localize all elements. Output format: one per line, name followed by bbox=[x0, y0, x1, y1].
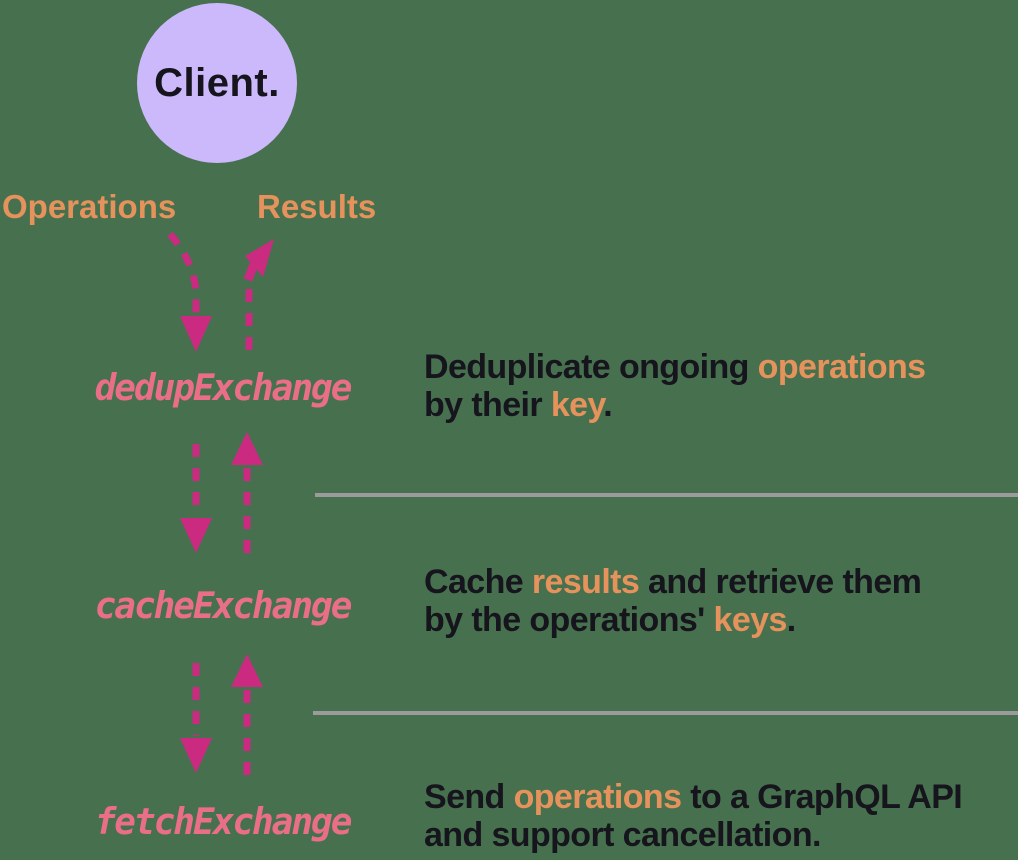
cache-down-arrow-icon bbox=[180, 663, 212, 773]
dedup-exchange-description: Deduplicate ongoing operations by their … bbox=[424, 348, 1018, 424]
fetch-exchange-label: fetchExchange bbox=[94, 802, 353, 843]
dedup-exchange-label: dedupExchange bbox=[94, 368, 353, 409]
client-results-up-arrow-icon bbox=[243, 239, 274, 350]
results-label: Results bbox=[257, 188, 377, 225]
description-line: Deduplicate ongoing operations bbox=[424, 348, 926, 386]
cache-exchange-label: cacheExchange bbox=[94, 586, 353, 627]
dedup-down-arrow-icon bbox=[180, 444, 212, 553]
description-line: Send operations to a GraphQL API bbox=[424, 778, 963, 816]
description-line: and support cancellation. bbox=[424, 816, 821, 854]
dedup-up-arrow-icon bbox=[231, 432, 263, 553]
section-divider bbox=[315, 493, 1018, 497]
cache-exchange-description: Cache results and retrieve them by the o… bbox=[424, 563, 1018, 639]
cache-up-arrow-icon bbox=[231, 654, 263, 775]
client-circle: Client. bbox=[137, 3, 297, 163]
operations-label: Operations bbox=[2, 188, 177, 225]
description-line: Cache results and retrieve them bbox=[424, 563, 922, 601]
client-operations-down-arrow-icon bbox=[167, 231, 212, 352]
description-line: by their key. bbox=[424, 386, 613, 424]
description-line: by the operations' keys. bbox=[424, 601, 796, 639]
fetch-exchange-description: Send operations to a GraphQL API and sup… bbox=[424, 778, 1018, 854]
client-label: Client. bbox=[154, 60, 280, 105]
section-divider bbox=[313, 711, 1018, 715]
